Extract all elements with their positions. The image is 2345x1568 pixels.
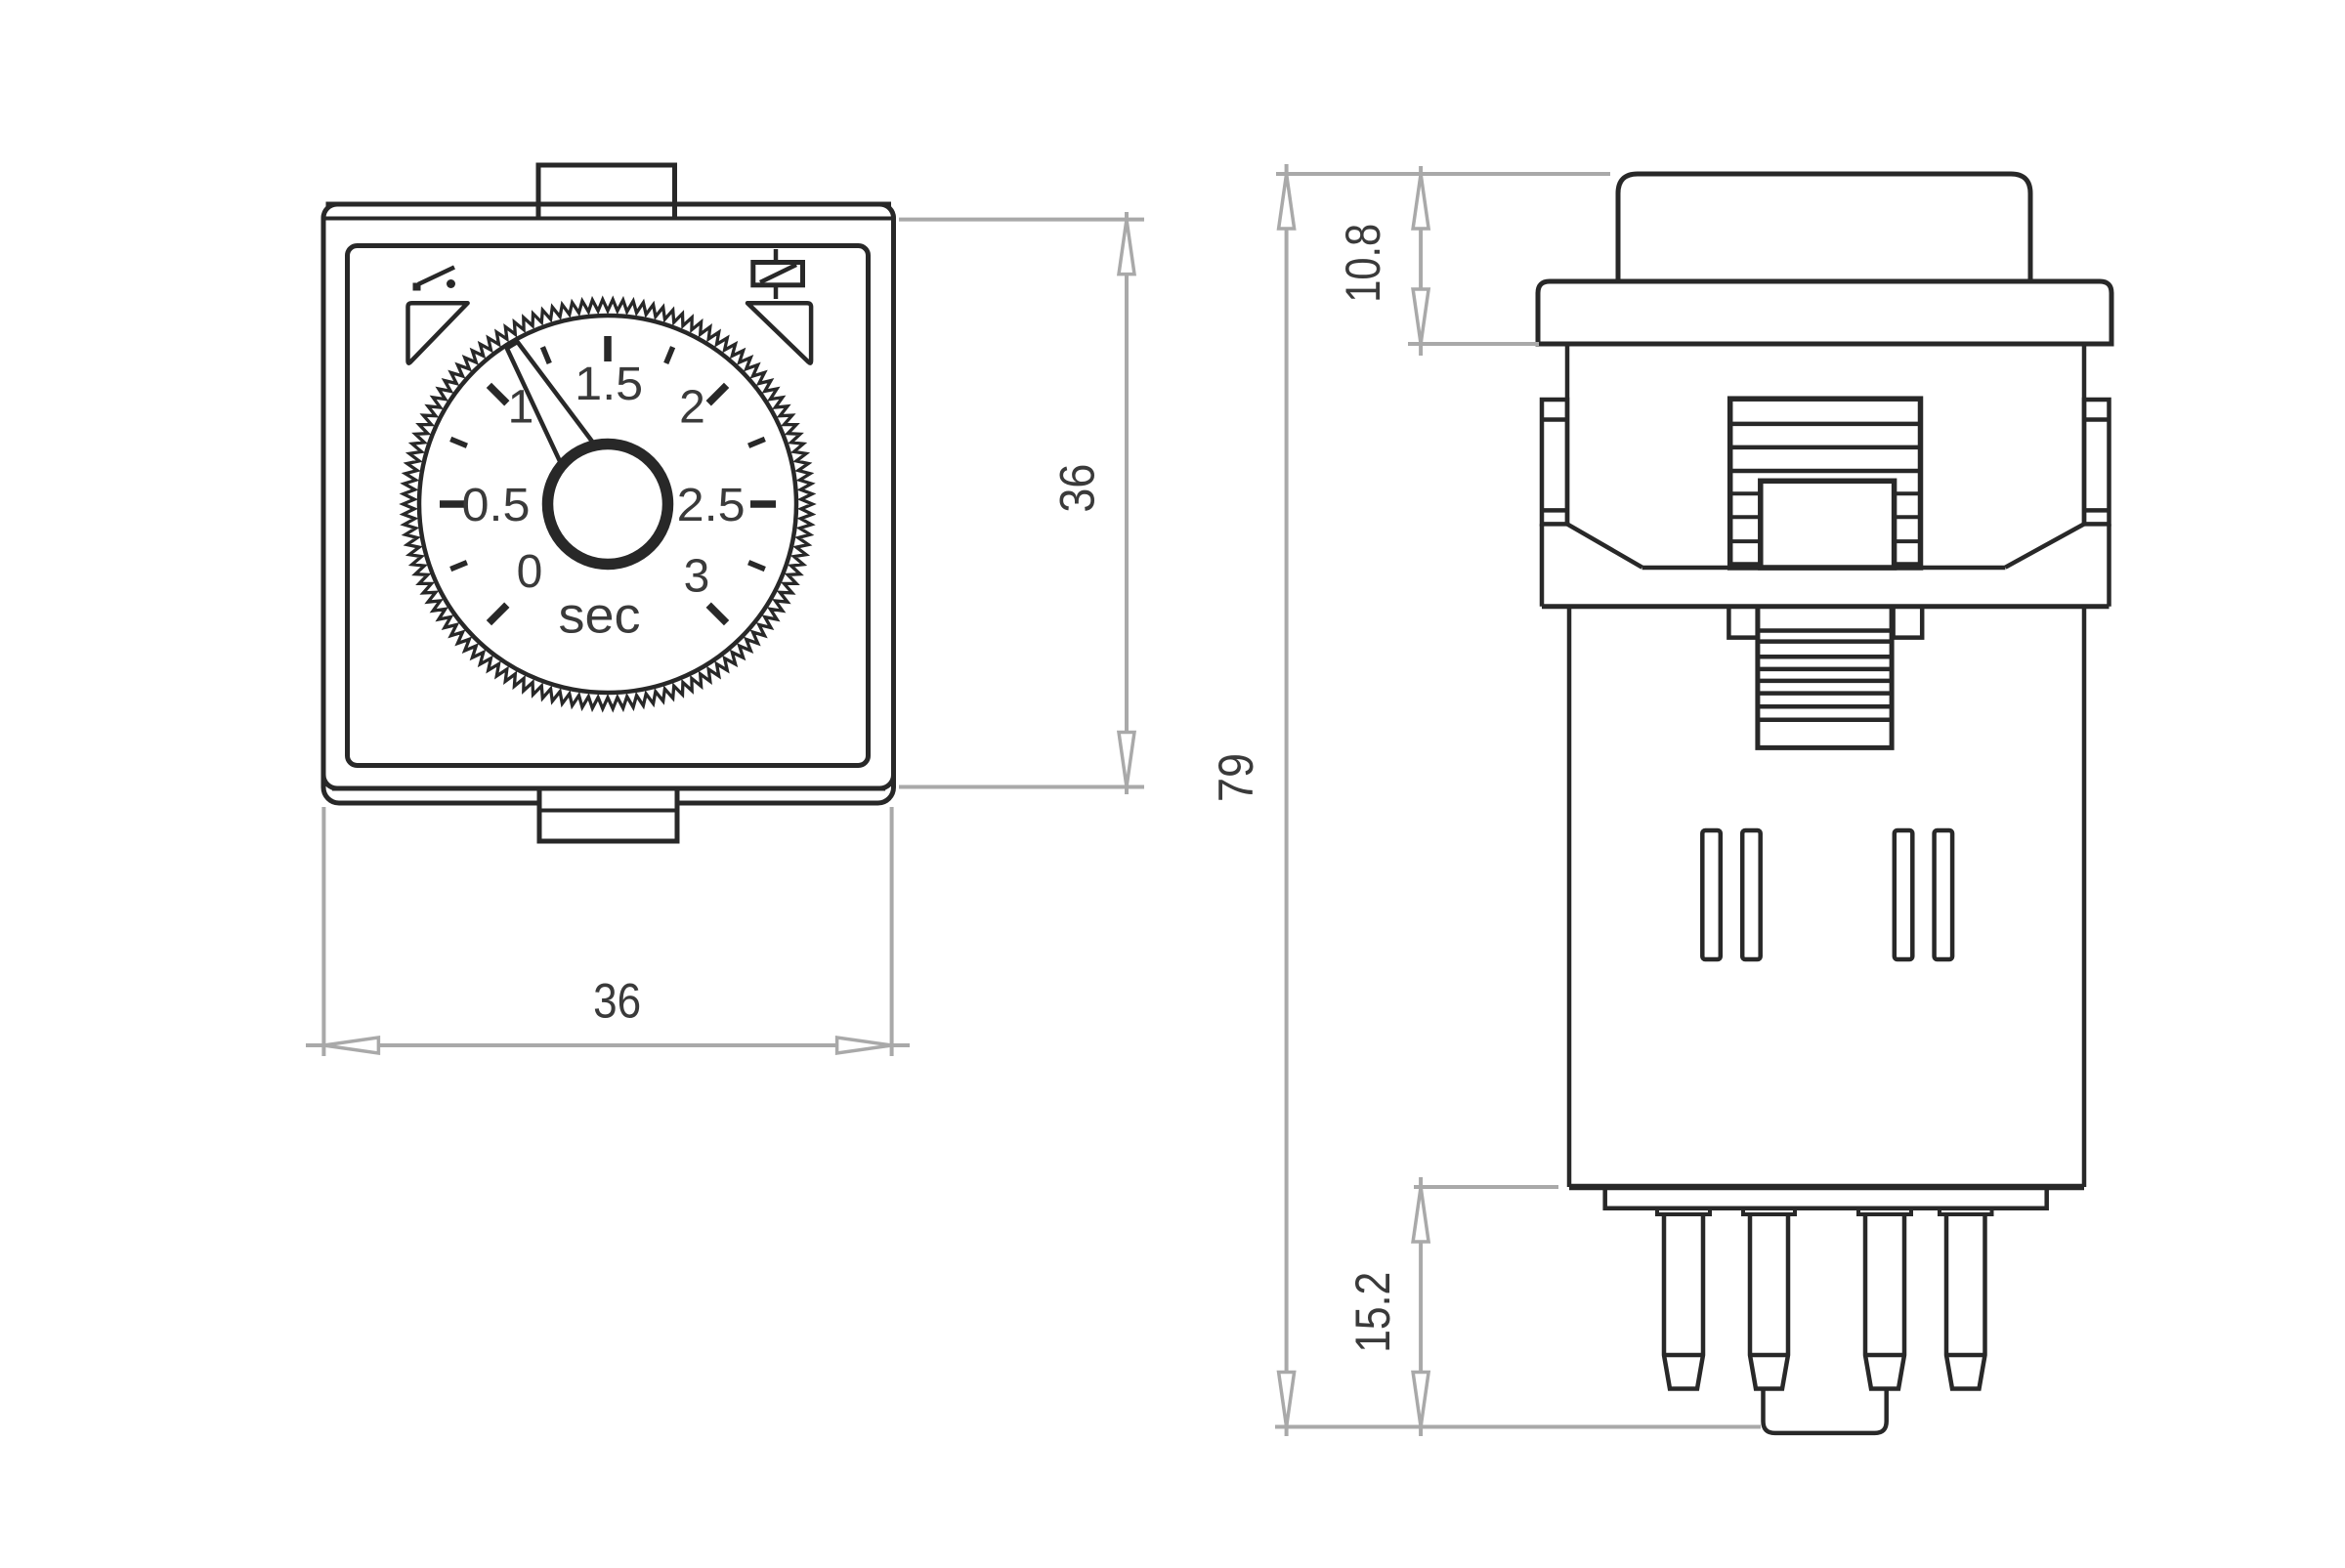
svg-text:2.5: 2.5 xyxy=(677,480,746,531)
svg-text:sec: sec xyxy=(559,588,641,645)
svg-text:10.8: 10.8 xyxy=(1336,224,1390,303)
svg-text:3: 3 xyxy=(684,551,710,603)
svg-text:1: 1 xyxy=(508,382,534,434)
svg-text:2: 2 xyxy=(679,382,705,434)
svg-text:1.5: 1.5 xyxy=(575,359,643,410)
svg-text:0.5: 0.5 xyxy=(462,480,531,531)
svg-text:0: 0 xyxy=(517,546,543,598)
svg-text:36: 36 xyxy=(1050,464,1105,513)
svg-text:15.2: 15.2 xyxy=(1345,1272,1400,1353)
svg-text:79: 79 xyxy=(1209,753,1263,802)
svg-text:36: 36 xyxy=(593,974,641,1029)
